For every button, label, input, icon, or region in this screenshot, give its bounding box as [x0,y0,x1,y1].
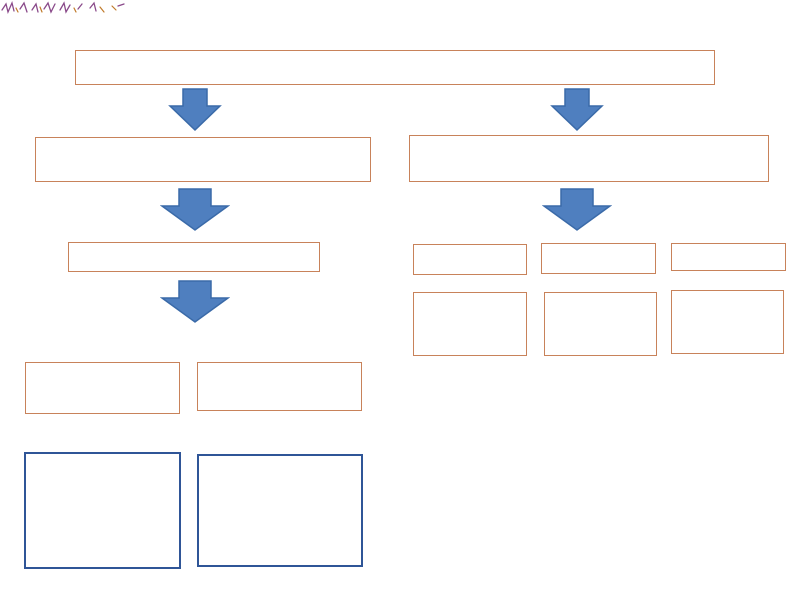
corner-scribble-graphic [1,1,125,14]
left-level3-box-b [197,362,362,411]
right-level2-box-a [413,244,527,275]
right-level2-a-text [414,245,526,253]
left-level3-a-text [26,363,179,371]
left-level3-b-text [198,363,361,371]
left-level1-box [35,137,371,182]
down-arrow-icon-top-left [168,88,222,132]
right-level3-box-a [413,292,527,356]
top-box-text [76,51,714,59]
right-level2-box-c [671,243,786,271]
right-level2-box-b [541,243,656,274]
right-level3-c-text [672,291,783,299]
right-level1-text [410,136,768,144]
right-level2-c-text [672,244,785,252]
right-level1-box [409,135,769,182]
left-level4-a-text [26,454,179,462]
left-level4-box-a [24,452,181,569]
right-level2-b-text [542,244,655,252]
left-level1-text [36,138,370,146]
left-level2-text [69,243,319,251]
right-level3-box-b [544,292,657,356]
down-arrow-icon-top-right [550,88,604,132]
right-level3-a-text [414,293,526,301]
top-box [75,50,715,85]
down-arrow-icon-left-level2 [160,280,230,323]
left-level4-box-b [197,454,363,567]
left-level3-box-a [25,362,180,414]
right-level3-box-c [671,290,784,354]
left-level2-box [68,242,320,272]
down-arrow-icon-right-level1 [542,188,612,231]
left-level4-b-text [199,456,361,464]
down-arrow-icon-left-level1 [160,188,230,231]
right-level3-b-text [545,293,656,301]
